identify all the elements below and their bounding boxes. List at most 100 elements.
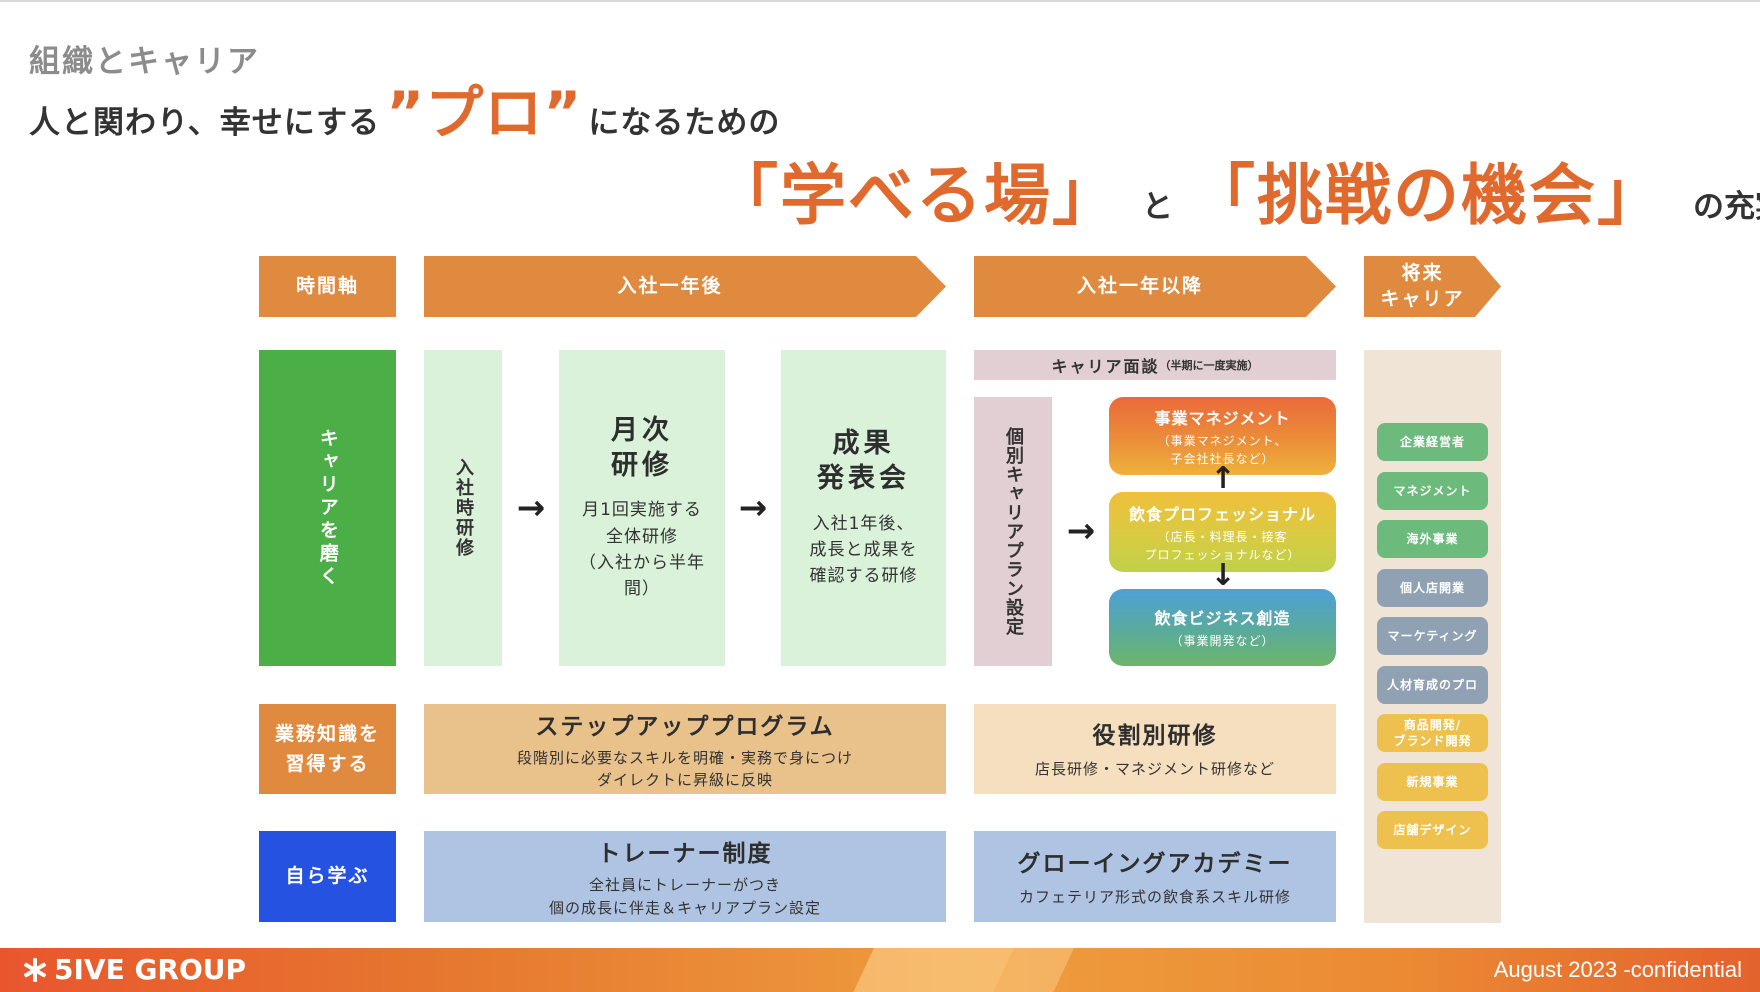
headline-accent: ”プロ” (386, 79, 583, 147)
phase-future-line2: キャリア (1380, 287, 1465, 310)
future-career-item-label: マーケティング (1387, 628, 1478, 643)
path-business-management-sub1: （事業マネジメント、 (1157, 433, 1288, 448)
path-food-professional: 飲食プロフェッショナル （店長・料理長・接客 プロフェッショナルなど） (1109, 492, 1336, 572)
monthly-training-desc-4: 間） (624, 579, 660, 600)
future-career-item-label: 個人店開業 (1399, 580, 1465, 595)
path-business-management-sub2: 子会社社長など） (1170, 451, 1275, 466)
phase-future-career: 将来 キャリア (1364, 256, 1501, 317)
stepup-program-title: ステップアッププログラム (535, 713, 835, 740)
time-axis-label: 時間軸 (259, 256, 396, 317)
stepup-program-desc-2: ダイレクトに昇級に反映 (596, 771, 773, 789)
future-career-item-label: 海外事業 (1406, 531, 1459, 546)
tagline-learning-place: 「学べる場」 (712, 157, 1120, 234)
arrow-down-icon: ↓ (1210, 558, 1236, 593)
results-desc-3: 確認する研修 (809, 566, 918, 587)
role-training-box: 役割別研修 店長研修・マネジメント研修など (974, 704, 1336, 794)
future-career-item: 新規事業 (1377, 763, 1488, 801)
onboarding-training-box: 入社時研修 (424, 350, 502, 666)
phase-first-year-label: 入社一年後 (617, 274, 723, 297)
future-career-item: 店舗デザイン (1377, 811, 1488, 849)
future-career-item: 企業経営者 (1377, 423, 1488, 461)
confidential-note: August 2023 -confidential (1493, 957, 1742, 982)
monthly-training-desc-3: （入社から半年 (579, 553, 705, 574)
future-career-item: 個人店開業 (1377, 569, 1488, 607)
future-career-item-label: 商品開発/ (1403, 717, 1462, 732)
phase-future-line1: 将来 (1401, 261, 1444, 284)
future-career-item-label: 企業経営者 (1399, 434, 1465, 449)
future-career-item-label-line2: ブランド開発 (1393, 734, 1472, 748)
trainer-system-box: トレーナー制度 全社員にトレーナーがつき 個の成長に伴走＆キャリアプラン設定 (424, 831, 946, 922)
onboarding-training-text: 入社時研修 (453, 458, 474, 558)
results-desc-2: 成長と成果を (809, 539, 918, 560)
tagline-challenge-opportunity: 「挑戦の機会」 (1189, 157, 1665, 234)
future-career-item-label: 新規事業 (1406, 774, 1459, 789)
star-logo-icon (23, 957, 47, 982)
row-knowledge-label-line2: 習得する (285, 753, 370, 775)
trainer-system-desc-1: 全社員にトレーナーがつき (588, 876, 781, 894)
future-career-item: 人材育成のプロ (1377, 666, 1488, 704)
brand-logo: 5IVE GROUP (22, 953, 246, 986)
headline: 人と関わり、幸せにする ”プロ” になるための (29, 79, 781, 150)
arrow-up-icon: ↑ (1210, 461, 1236, 496)
path-food-business-creation-sub1: （事業開発など） (1170, 634, 1275, 648)
role-training-desc: 店長研修・マネジメント研修など (1034, 760, 1275, 779)
headline-suffix: になるための (588, 105, 781, 141)
brand-name: 5IVE GROUP (54, 953, 247, 986)
tagline: 「学べる場」 と 「挑戦の機会」 の充実。 (712, 157, 1760, 238)
path-business-management: 事業マネジメント （事業マネジメント、 子会社社長など） (1109, 397, 1336, 475)
row-self-learning-label: 自ら学ぶ (259, 831, 396, 922)
future-career-item-label: 店舗デザイン (1393, 822, 1472, 837)
headline-prefix: 人と関わり、幸せにする (29, 105, 381, 141)
section-label: 組織とキャリア (29, 44, 260, 80)
arrow-right-icon: → (516, 488, 546, 528)
career-interview-bar: キャリア面談 （半期に一度実施） (974, 350, 1336, 380)
career-interview-label: キャリア面談 (1051, 357, 1160, 376)
individual-career-plan-box: 個別キャリアプラン設定 (974, 397, 1052, 666)
future-career-item: マーケティング (1377, 617, 1488, 655)
phase-first-year: 入社一年後 (424, 256, 946, 317)
monthly-training-title-2: 研修 (611, 450, 673, 482)
path-food-professional-sub2: プロフェッショナルなど） (1144, 547, 1301, 562)
row-knowledge-label: 業務知識を 習得する (259, 704, 396, 794)
future-career-item-label: 人材育成のプロ (1386, 677, 1478, 692)
growing-academy-desc: カフェテリア形式の飲食系スキル研修 (1018, 887, 1291, 906)
stepup-program-box: ステップアッププログラム 段階別に必要なスキルを明確・実務で身につけ ダイレクト… (424, 704, 946, 794)
future-career-item: マネジメント (1377, 472, 1488, 510)
role-training-title: 役割別研修 (1092, 723, 1218, 750)
growing-academy-title: グローイングアカデミー (1017, 850, 1293, 877)
growing-academy-box: グローイングアカデミー カフェテリア形式の飲食系スキル研修 (974, 831, 1336, 922)
results-title-2: 発表会 (817, 463, 910, 495)
tagline-connector: と (1142, 189, 1173, 225)
monthly-training-box: 月次 研修 月1回実施する 全体研修 （入社から半年 間） (559, 350, 725, 666)
path-food-business-creation: 飲食ビジネス創造 （事業開発など） (1109, 589, 1336, 666)
path-business-management-title: 事業マネジメント (1154, 408, 1291, 428)
future-career-item: 海外事業 (1377, 520, 1488, 558)
monthly-training-desc-1: 月1回実施する (582, 500, 702, 521)
future-career-item-label: マネジメント (1393, 483, 1472, 498)
phase-after-first-year-label: 入社一年以降 (1076, 274, 1203, 297)
monthly-training-title-1: 月次 (611, 415, 673, 447)
row-self-learning-label-text: 自ら学ぶ (285, 865, 370, 888)
results-title-1: 成果 (832, 428, 895, 460)
path-food-professional-sub1: （店長・料理長・接客 (1157, 529, 1288, 544)
results-presentation-box: 成果 発表会 入社1年後、 成長と成果を 確認する研修 (781, 350, 946, 666)
tagline-suffix: の充実。 (1693, 189, 1760, 225)
row-knowledge-label-line1: 業務知識を (274, 722, 380, 745)
results-desc-1: 入社1年後、 (812, 513, 915, 534)
footer-bar: 5IVE GROUP August 2023 -confidential (0, 948, 1760, 992)
individual-career-plan-text: 個別キャリアプラン設定 (1003, 427, 1024, 636)
monthly-training-desc-2: 全体研修 (606, 526, 678, 547)
row-career-label: キャリアを磨く (259, 350, 396, 666)
future-career-item: 商品開発/ブランド開発 (1377, 714, 1488, 752)
arrow-right-icon: → (1066, 511, 1096, 551)
path-food-professional-title: 飲食プロフェッショナル (1128, 504, 1316, 524)
phase-after-first-year: 入社一年以降 (974, 256, 1336, 317)
top-divider (0, 0, 1760, 2)
row-career-label-text: キャリアを磨く (316, 427, 339, 589)
career-interview-note: （半期に一度実施） (1159, 359, 1259, 372)
arrow-right-icon: → (738, 488, 768, 528)
trainer-system-desc-2: 個の成長に伴走＆キャリアプラン設定 (548, 898, 821, 917)
stepup-program-desc-1: 段階別に必要なスキルを明確・実務で身につけ (516, 748, 853, 767)
trainer-system-title: トレーナー制度 (597, 841, 773, 867)
path-food-business-creation-title: 飲食ビジネス創造 (1154, 609, 1291, 628)
